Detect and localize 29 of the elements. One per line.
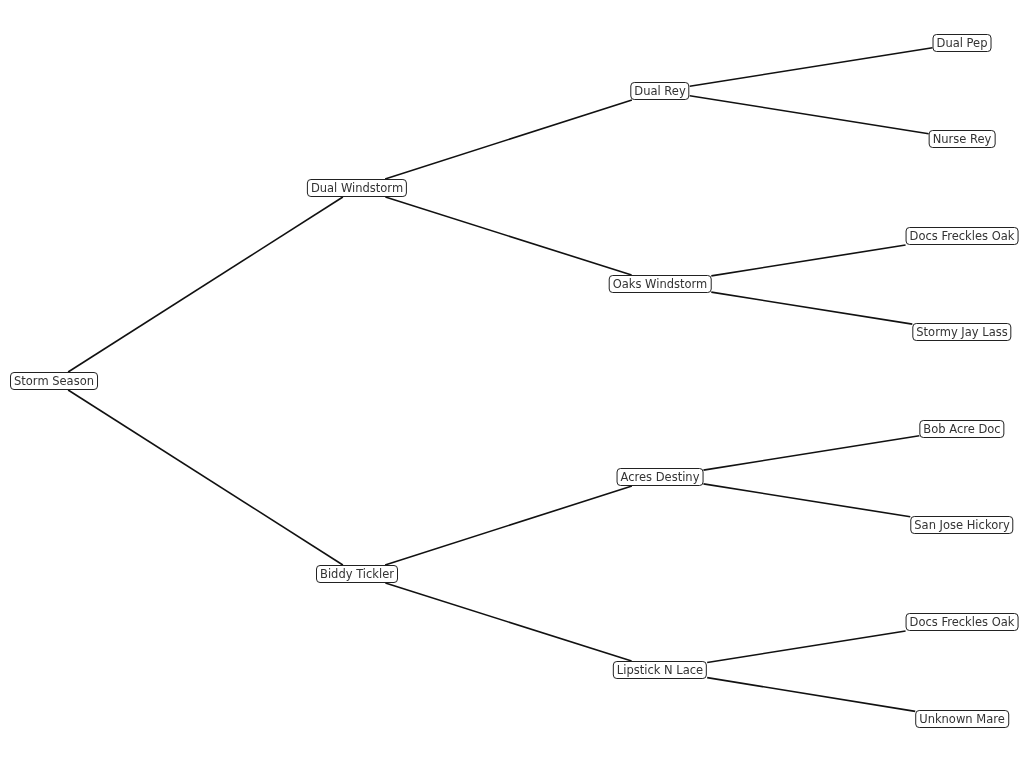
connector-line	[384, 485, 633, 566]
name-box: Dual Pep	[932, 34, 992, 52]
name-box: Biddy Tickler	[316, 565, 398, 583]
connector-line	[67, 196, 344, 373]
name-box: Dual Windstorm	[306, 179, 408, 197]
name-box: Storm Season	[10, 372, 98, 390]
name-box: Oaks Windstorm	[608, 275, 712, 293]
name-box: Bob Acre Doc	[919, 420, 1005, 438]
name-box: Stormy Jay Lass	[912, 323, 1012, 341]
connector-line	[706, 676, 916, 713]
name-box: Docs Freckles Oak	[905, 613, 1019, 631]
connector-line	[688, 94, 930, 135]
connector-line	[706, 630, 907, 664]
connector-line	[702, 483, 912, 518]
connector-line	[384, 582, 633, 662]
connector-line	[710, 291, 914, 325]
connector-line	[702, 434, 921, 471]
name-box: Lipstick N Lace	[612, 661, 708, 679]
name-box: Acres Destiny	[616, 468, 704, 486]
name-box: San Jose Hickory	[910, 516, 1014, 534]
connector-line	[67, 389, 344, 566]
connector-line	[384, 196, 633, 276]
connector-line	[384, 99, 633, 180]
name-box: Dual Rey	[630, 82, 690, 100]
name-box: Docs Freckles Oak	[905, 227, 1019, 245]
name-box: Nurse Rey	[928, 130, 996, 148]
connector-line	[688, 46, 934, 88]
name-box: Unknown Mare	[915, 710, 1009, 728]
connector-line	[710, 244, 907, 277]
